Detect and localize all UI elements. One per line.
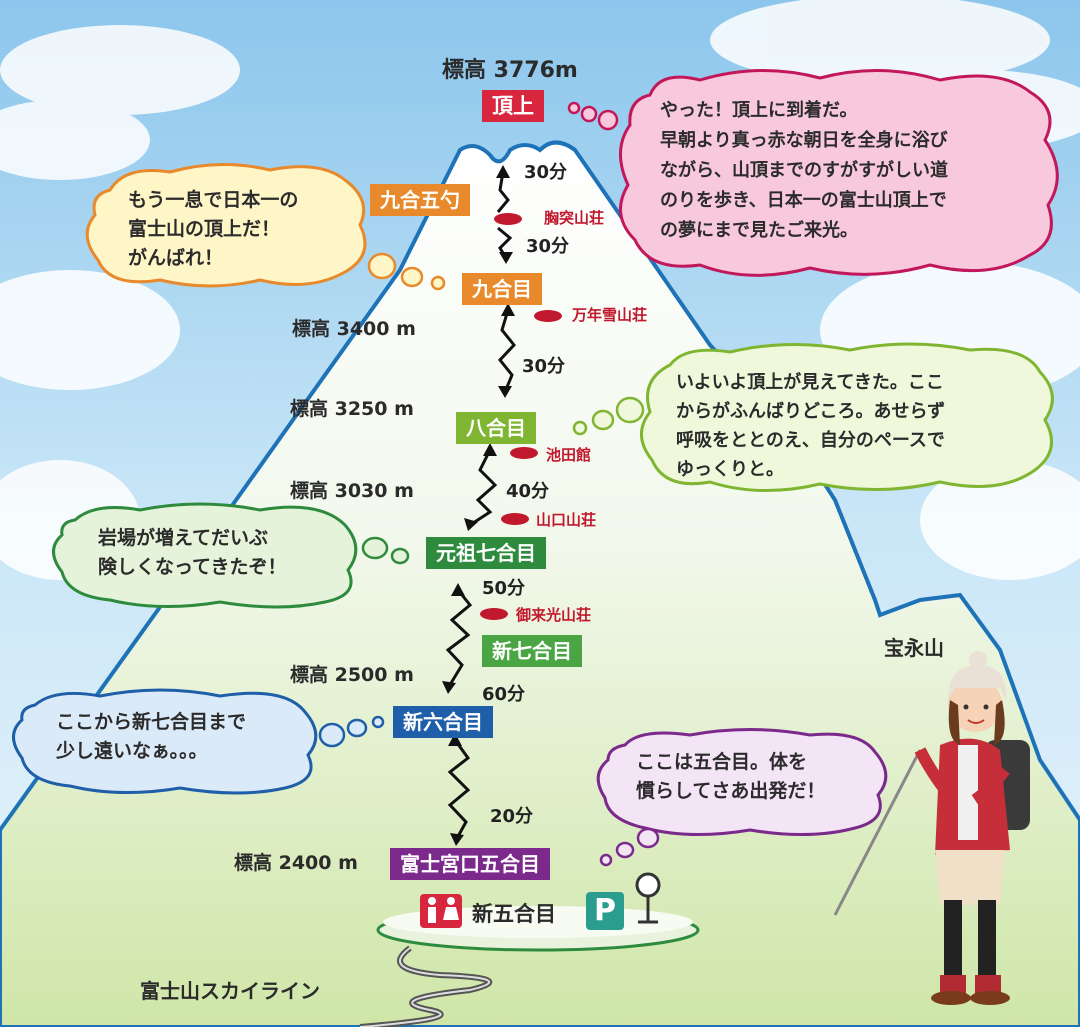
bubble-gogome-tail bbox=[599, 827, 660, 867]
time-hachigome-nanagome: 40分 bbox=[506, 481, 550, 502]
bubble-nanagome-tail bbox=[361, 536, 410, 565]
bubble-summit-text: やった！頂上に到着だ。 早朝より真っ赤な朝日を全身に浴び ながら、山頂までのすが… bbox=[660, 100, 948, 241]
elevation-hachigome: 標高 3250 m bbox=[290, 398, 414, 420]
bubble-gogome-text: ここは五合目。体を 慣らしてさあ出発だ！ bbox=[636, 751, 826, 802]
station-shin-nanagome: 新七合目 bbox=[482, 635, 582, 667]
station-shin-gogome: 新五合目 bbox=[472, 902, 556, 926]
hut-yamaguchi: 山口山荘 bbox=[536, 511, 597, 529]
restroom-icon bbox=[420, 894, 462, 928]
label-skyline: 富士山スカイライン bbox=[140, 979, 320, 1003]
bubble-nanagome-shape bbox=[52, 502, 358, 609]
elevation-ganso-nanagome: 標高 3030 m bbox=[290, 480, 414, 502]
label-hoeizan: 宝永山 bbox=[884, 636, 944, 660]
station-hachigome: 八合目 bbox=[456, 412, 536, 444]
summit-elevation: 標高 3776m bbox=[442, 58, 578, 83]
time-shin-nanagome-rokugome: 60分 bbox=[482, 684, 526, 705]
bubble-goshaku-shape bbox=[85, 162, 367, 288]
hut-mannenyuki: 万年雪山荘 bbox=[572, 306, 648, 324]
route-path bbox=[445, 171, 516, 841]
bubble-rokugome-shape bbox=[12, 688, 318, 795]
route-arrowheads bbox=[442, 165, 515, 846]
bubble-hachigome-text: いよいよ頂上が見えてきた。ここ からがふんばりどころ。あせらず 呼吸をととのえ、… bbox=[676, 372, 946, 480]
time-rokugome-gogome: 20分 bbox=[490, 806, 534, 827]
signpost-icon bbox=[635, 872, 661, 924]
hut-goraiko: 御来光山荘 bbox=[516, 606, 592, 624]
elevation-shin-nanagome: 標高 2500 m bbox=[290, 664, 414, 686]
bubble-goshaku-tail bbox=[367, 252, 446, 291]
bubble-summit-tail bbox=[567, 101, 619, 131]
hiker-illustration bbox=[833, 651, 1030, 1005]
elevation-kyugome: 標高 3400 m bbox=[292, 318, 416, 340]
bubble-nanagome-text: 岩場が増えてだいぶ 険しくなってきたぞ！ bbox=[98, 527, 287, 578]
elevation-gogome: 標高 2400 m bbox=[234, 852, 358, 874]
time-summit-goshaku: 30分 bbox=[524, 162, 568, 183]
bubble-goshaku-text: もう一息で日本一の 富士山の頂上だ！ がんばれ！ bbox=[128, 189, 299, 269]
station-gogome: 富士宮口五合目 bbox=[390, 848, 550, 880]
station-kyugo-goshaku: 九合五勺 bbox=[370, 184, 470, 216]
station-shin-rokugome: 新六合目 bbox=[393, 706, 493, 738]
station-summit: 頂上 bbox=[482, 90, 544, 122]
bubble-rokugome-tail bbox=[318, 715, 385, 748]
bubble-gogome-shape bbox=[596, 728, 888, 837]
hut-munatsuki: 胸突山荘 bbox=[544, 209, 605, 227]
time-kyugome-hachigome: 30分 bbox=[522, 356, 566, 377]
parking-label: P bbox=[594, 893, 616, 928]
station-kyugome: 九合目 bbox=[462, 273, 542, 305]
bubble-rokugome-text: ここから新七合目まで 少し遠いなぁ。。。 bbox=[56, 711, 247, 762]
hut-markers bbox=[480, 213, 562, 620]
bubble-hachigome-shape bbox=[640, 342, 1054, 493]
station-ganso-nanagome: 元祖七合目 bbox=[426, 537, 546, 569]
parking-icon bbox=[586, 892, 624, 930]
bubble-summit-shape bbox=[618, 69, 1059, 277]
hut-ikeda: 池田館 bbox=[546, 446, 592, 464]
time-goshaku-kyugome: 30分 bbox=[526, 236, 570, 257]
time-nanagome-shin-nanagome: 50分 bbox=[482, 578, 526, 599]
bubble-hachigome-tail bbox=[572, 396, 645, 436]
